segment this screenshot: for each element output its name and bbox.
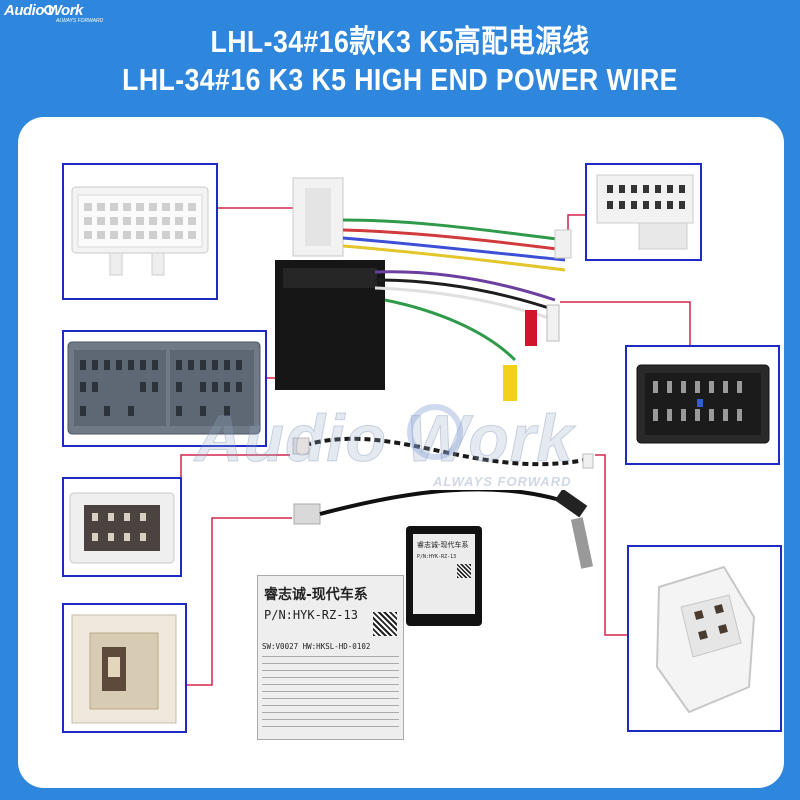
module-sticker-pn: P/N:HYK-RZ-13 [417,554,457,560]
white-clip-connector-icon [655,565,756,714]
brand-logo-text: Audio Work [4,2,83,19]
label-qr-code-icon [373,612,397,636]
label-card-pn: P/N:HYK-RZ-13 [264,608,358,622]
title-chinese: LHL-34#16款K3 K5高配电源线 [210,24,590,59]
leader-line-left-4 [186,517,292,686]
title-english: LHL-34#16 K3 K5 HIGH END POWER WIRE [122,62,678,97]
connector-photo-mid-left [62,330,267,447]
leader-line-right-3 [595,454,628,636]
label-fine-print [262,656,399,733]
connector-photo-left-4 [62,603,187,733]
antenna-cable-photo [293,490,594,569]
label-card-sw-hw: SW:V0027 HW:HKSL-HD-0102 [262,642,371,651]
connector-photo-left-3 [62,477,182,577]
small-white-connector-icon [69,492,175,564]
module-sticker: 睿志诚-现代车系 P/N:HYK-RZ-13 [413,534,475,614]
brand-logo-tagline: ALWAYS FORWARD [56,18,104,24]
brand-logo: Audio Work ALWAYS FORWARD [4,2,104,24]
label-card-title: 睿志诚-现代车系 [264,587,368,603]
brand-logo-ring-icon [44,5,54,15]
connector-photo-top-left [62,163,218,300]
connector-photo-top-right [585,163,702,261]
connector-photo-right-3 [627,545,782,732]
beige-connector-icon [71,614,177,724]
white-female-connector-icon [596,174,694,250]
control-module: 睿志诚-现代车系 P/N:HYK-RZ-13 [406,526,482,626]
grey-quadlock-connector-icon [67,341,261,435]
harness-main-photo [275,177,594,469]
product-label-card: 睿志诚-现代车系 P/N:HYK-RZ-13 SW:V0027 HW:HKSL-… [257,575,404,740]
black-iso-connector-icon [636,364,770,444]
connector-photo-mid-right [625,345,780,465]
module-sticker-title: 睿志诚-现代车系 [417,541,469,549]
white-multipin-connector-icon [71,186,209,276]
module-qr-code-icon [457,564,471,578]
